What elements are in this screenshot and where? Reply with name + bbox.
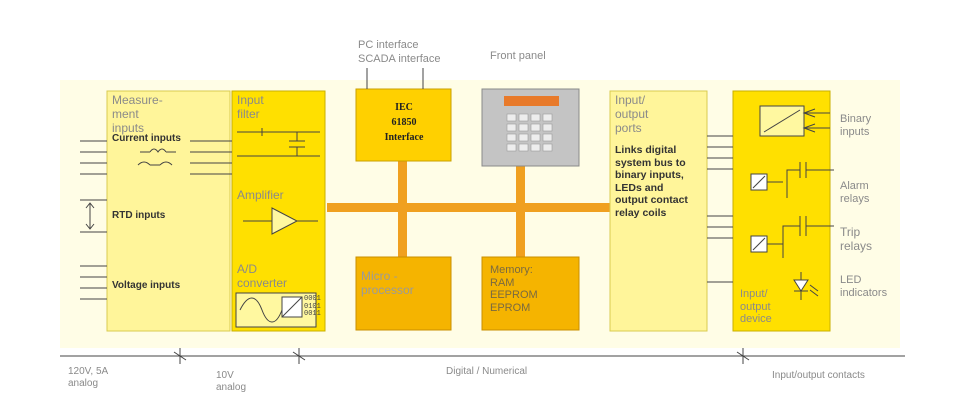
ad-box xyxy=(235,292,317,328)
alarm-relays-label: Alarm relays xyxy=(840,180,870,205)
iec-block xyxy=(355,88,452,162)
amplifier-label: Amplifier xyxy=(237,188,284,202)
front-panel-display xyxy=(504,96,559,106)
horizontal-bus xyxy=(327,203,610,212)
amplifier-triangle xyxy=(271,207,299,235)
current-transformer-symbol xyxy=(137,148,176,166)
iec-label: IEC 61850 Interface xyxy=(384,102,424,143)
digital-numerical-label: Digital / Numerical xyxy=(446,366,528,377)
analog-10v-label: 10V analog xyxy=(216,370,247,393)
current-inputs-label: Current inputs xyxy=(112,133,181,144)
binary-inputs-label: Binary inputs xyxy=(840,113,872,138)
trip-relay-contact xyxy=(782,225,800,258)
io-device-title: Input/ output device xyxy=(740,288,772,326)
io-ports-block xyxy=(609,90,708,332)
front-panel-keypad xyxy=(506,113,553,152)
measurement-block xyxy=(106,90,231,332)
memory-label: Memory: RAM EEPROM EPROM xyxy=(490,264,538,314)
io-ports-title: Input/ output ports xyxy=(615,93,649,135)
vertical-bus-right xyxy=(516,165,525,262)
scada-interface-label: SCADA interface xyxy=(358,53,441,65)
vertical-bus-left xyxy=(398,150,407,262)
front-panel-label: Front panel xyxy=(490,50,546,62)
rtd-inputs-label: RTD inputs xyxy=(112,210,166,221)
io-contacts-label: Input/output contacts xyxy=(772,370,865,381)
ad-converter-label: A/D converter xyxy=(237,262,288,290)
measurement-title: Measure- ment inputs xyxy=(112,93,163,135)
pc-interface-label: PC interface xyxy=(358,39,419,51)
alarm-relay-contact xyxy=(786,169,800,198)
ad-sine-wave xyxy=(239,297,283,323)
input-filter-title: Input filter xyxy=(237,93,264,121)
io-ports-description: Links digital system bus to binary input… xyxy=(615,144,688,219)
led-indicators-label: LED indicators xyxy=(840,274,888,299)
ad-binary-code: 0001 0101 0011 xyxy=(304,295,321,319)
voltage-inputs-label: Voltage inputs xyxy=(112,280,181,291)
microprocessor-block xyxy=(355,256,452,331)
trip-relays-label: Trip relays xyxy=(840,225,873,253)
memory-block xyxy=(481,256,580,331)
rtd-arrows xyxy=(85,202,95,230)
analog-120v-label: 120V, 5A analog xyxy=(68,366,109,389)
binary-input-symbol xyxy=(759,105,805,137)
microprocessor-label: Micro - processor xyxy=(361,269,414,297)
